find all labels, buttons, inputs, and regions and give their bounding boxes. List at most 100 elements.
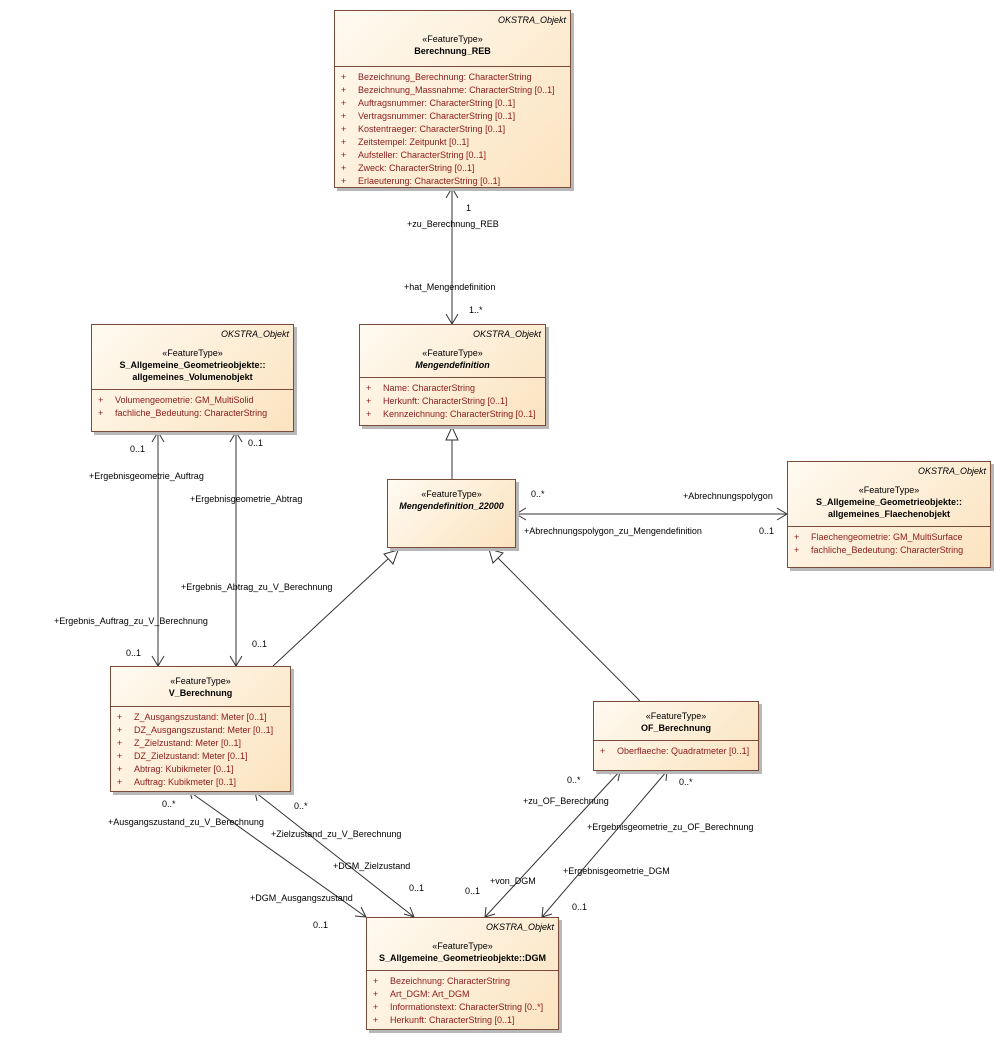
multiplicity-label: 0..* (162, 799, 176, 809)
class-berechnung-reb[interactable]: OKSTRA_Objekt «FeatureType» Berechnung_R… (334, 10, 571, 188)
multiplicity-label: 0..* (679, 777, 693, 787)
attribute-row: +Abtrag: Kubikmeter [0..1] (117, 764, 234, 774)
attribute-row: +DZ_Ausgangszustand: Meter [0..1] (117, 725, 274, 735)
role-label: +Ergebnisgeometrie_Abtrag (190, 494, 303, 504)
stereotype-label: «FeatureType» (422, 34, 483, 44)
attribute-list: +Flaechengeometrie: GM_MultiSurface +fac… (788, 527, 990, 561)
attribute-row: +Vertragsnummer: CharacterString [0..1] (341, 111, 516, 121)
role-label: +Abrechnungspolygon_zu_Mengendefinition (524, 526, 702, 536)
attribute-row: +Volumengeometrie: GM_MultiSolid (98, 395, 254, 405)
role-label: +DGM_Zielzustand (333, 861, 411, 871)
attribute-row: +Z_Ausgangszustand: Meter [0..1] (117, 712, 267, 722)
class-mengendefinition[interactable]: OKSTRA_Objekt «FeatureType» Mengendefini… (359, 324, 546, 426)
role-label: +Ergebnis_Abtrag_zu_V_Berechnung (181, 582, 333, 592)
role-label: +Ergebnis_Auftrag_zu_V_Berechnung (54, 616, 208, 626)
stereotype-label: «FeatureType» (170, 676, 231, 686)
attribute-row: +Zweck: CharacterString [0..1] (341, 163, 475, 173)
attribute-list: +Name: CharacterString +Herkunft: Charac… (360, 378, 545, 425)
attribute-row: +Herkunft: CharacterString [0..1] (373, 1015, 515, 1025)
class-flaechenobjekt[interactable]: OKSTRA_Objekt «FeatureType» S_Allgemeine… (787, 461, 991, 568)
multiplicity-label: 0..1 (248, 438, 264, 448)
attribute-row: +DZ_Zielzustand: Meter [0..1] (117, 751, 248, 761)
class-name: S_Allgemeine_Geometrieobjekte::DGM (378, 953, 547, 963)
multiplicity-label: 0..1 (409, 883, 425, 893)
role-label: +Abrechnungspolygon (683, 491, 773, 501)
attribute-row: +fachliche_Bedeutung: CharacterString (794, 545, 964, 555)
attribute-row: +Bezeichnung_Berechnung: CharacterString (341, 72, 532, 82)
attribute-row: +Z_Zielzustand: Meter [0..1] (117, 738, 242, 748)
multiplicity-label: 1..* (469, 305, 483, 315)
class-name: Mengendefinition (415, 360, 490, 370)
attribute-row: +Kennzeichnung: CharacterString [0..1] (366, 409, 536, 419)
gen-vber-md22000 (272, 557, 390, 667)
class-mengendefinition-22000[interactable]: «FeatureType» Mengendefinition_22000 (387, 479, 516, 548)
attribute-list: +Bezeichnung: CharacterString +Art_DGM: … (367, 971, 558, 1031)
role-label: +Zielzustand_zu_V_Berechnung (271, 829, 402, 839)
attribute-row: +Bezeichnung: CharacterString (373, 976, 511, 986)
arrowhead-reb (445, 187, 459, 199)
assoc-ziel (254, 791, 415, 918)
attribute-row: +Aufsteller: CharacterString [0..1] (341, 150, 487, 160)
multiplicity-label: 0..1 (252, 639, 268, 649)
stereotype-label: «FeatureType» (421, 489, 482, 499)
attribute-row: +Bezeichnung_Massnahme: CharacterString … (341, 85, 555, 95)
multiplicity-label: 0..* (567, 775, 581, 785)
multiplicity-label: 1 (466, 203, 472, 213)
role-label: +Ergebnisgeometrie_DGM (563, 866, 670, 876)
role-label: +zu_Berechnung_REB (407, 219, 499, 229)
role-label: +Ergebnisgeometrie_Auftrag (89, 471, 204, 481)
multiplicity-label: 0..1 (759, 526, 775, 536)
abstract-label: OKSTRA_Objekt (485, 922, 554, 932)
class-name: allgemeines_Flaechenobjekt (827, 509, 951, 519)
assoc-von-dgm (484, 770, 621, 918)
multiplicity-label: 0..1 (126, 648, 142, 658)
attribute-row: +Auftrag: Kubikmeter [0..1] (117, 777, 237, 787)
stereotype-label: «FeatureType» (645, 711, 707, 721)
gen-triangle-ofber (488, 548, 504, 564)
role-label: +zu_OF_Berechnung (523, 796, 609, 806)
attribute-list: +Bezeichnung_Berechnung: CharacterString… (335, 67, 570, 192)
assoc-ausgang (189, 791, 367, 918)
gen-triangle-mengendefinition (445, 425, 459, 441)
class-name: allgemeines_Volumenobjekt (132, 372, 253, 382)
gen-triangle-vber (383, 549, 399, 565)
attribute-row: +fachliche_Bedeutung: CharacterString (98, 408, 268, 418)
class-name: Berechnung_REB (414, 46, 491, 56)
class-volumenobjekt[interactable]: OKSTRA_Objekt «FeatureType» S_Allgemeine… (91, 324, 294, 432)
class-name: Mengendefinition_22000 (399, 501, 504, 511)
multiplicity-label: 0..* (531, 489, 545, 499)
class-name: V_Berechnung (168, 688, 233, 698)
class-of-berechnung[interactable]: «FeatureType» OF_Berechnung +Oberflaeche… (593, 701, 759, 771)
gen-ofber-md22000 (497, 557, 641, 702)
assoc-ergebnis-dgm (541, 770, 668, 918)
attribute-row: +Auftragsnummer: CharacterString [0..1] (341, 98, 516, 108)
attribute-row: +Informationstext: CharacterString [0..*… (373, 1002, 544, 1012)
role-label: +Ausgangszustand_zu_V_Berechnung (108, 817, 264, 827)
class-name: OF_Berechnung (640, 723, 711, 733)
stereotype-label: «FeatureType» (432, 941, 493, 951)
role-label: +von_DGM (490, 876, 536, 886)
attribute-row: +Erlaeuterung: CharacterString [0..1] (341, 176, 501, 186)
role-label: +DGM_Ausgangszustand (250, 893, 353, 903)
attribute-row: +Zeitstempel: Zeitpunkt [0..1] (341, 137, 470, 147)
attribute-row: +Oberflaeche: Quadratmeter [0..1] (600, 746, 750, 756)
class-name-package: S_Allgemeine_Geometrieobjekte:: (815, 497, 963, 507)
multiplicity-label: 0..1 (572, 902, 588, 912)
attribute-row: +Name: CharacterString (366, 383, 476, 393)
abstract-label: OKSTRA_Objekt (917, 466, 986, 476)
role-label: +hat_Mengendefinition (404, 282, 496, 292)
multiplicity-label: 0..1 (313, 920, 329, 930)
role-label: +Ergebnisgeometrie_zu_OF_Berechnung (587, 822, 754, 832)
multiplicity-label: 0..1 (130, 444, 146, 454)
attribute-row: +Flaechengeometrie: GM_MultiSurface (794, 532, 963, 542)
multiplicity-label: 0..* (294, 801, 308, 811)
stereotype-label: «FeatureType» (858, 485, 920, 495)
class-v-berechnung[interactable]: «FeatureType» V_Berechnung +Z_Ausgangszu… (110, 666, 291, 792)
class-dgm[interactable]: OKSTRA_Objekt «FeatureType» S_Allgemeine… (366, 917, 559, 1030)
stereotype-label: «FeatureType» (162, 348, 223, 358)
attribute-list: +Volumengeometrie: GM_MultiSolid +fachli… (92, 390, 293, 424)
abstract-label: OKSTRA_Objekt (220, 329, 289, 339)
attribute-row: +Kostentraeger: CharacterString [0..1] (341, 124, 506, 134)
